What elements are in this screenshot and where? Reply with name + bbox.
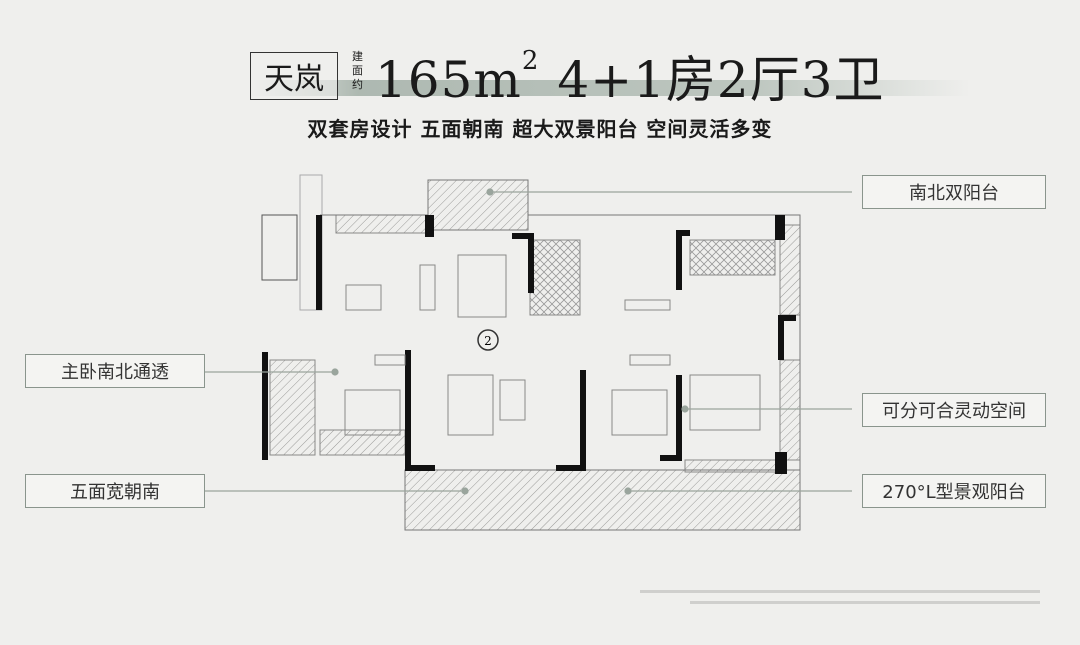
north-balcony (427, 179, 529, 231)
headline: 165m2 4+1房2厅3卫 (375, 40, 885, 112)
disclaimer-line (640, 590, 1040, 593)
callout-l-balcony: 270°L型景观阳台 (862, 474, 1046, 508)
south-balcony (404, 469, 801, 531)
callout-flexible-space: 可分可合灵动空间 (862, 393, 1046, 427)
callout-master-bedroom: 主卧南北通透 (25, 354, 205, 388)
header-band (250, 80, 970, 96)
area-number: 165m (375, 51, 522, 109)
area-superscript: 2 (521, 46, 540, 76)
callout-five-south: 五面宽朝南 (25, 474, 205, 508)
subtitle: 双套房设计 五面朝南 超大双景阳台 空间灵活多变 (307, 117, 773, 141)
layout-text: 4+1房2厅3卫 (557, 51, 885, 109)
unit-name: 天岚 (250, 52, 338, 100)
disclaimer-line (690, 601, 1040, 604)
area-prefix: 建面约 (352, 50, 363, 91)
walls (262, 215, 796, 474)
plan-marker: 2 (484, 334, 492, 348)
callout-north-south-balcony: 南北双阳台 (862, 175, 1046, 209)
